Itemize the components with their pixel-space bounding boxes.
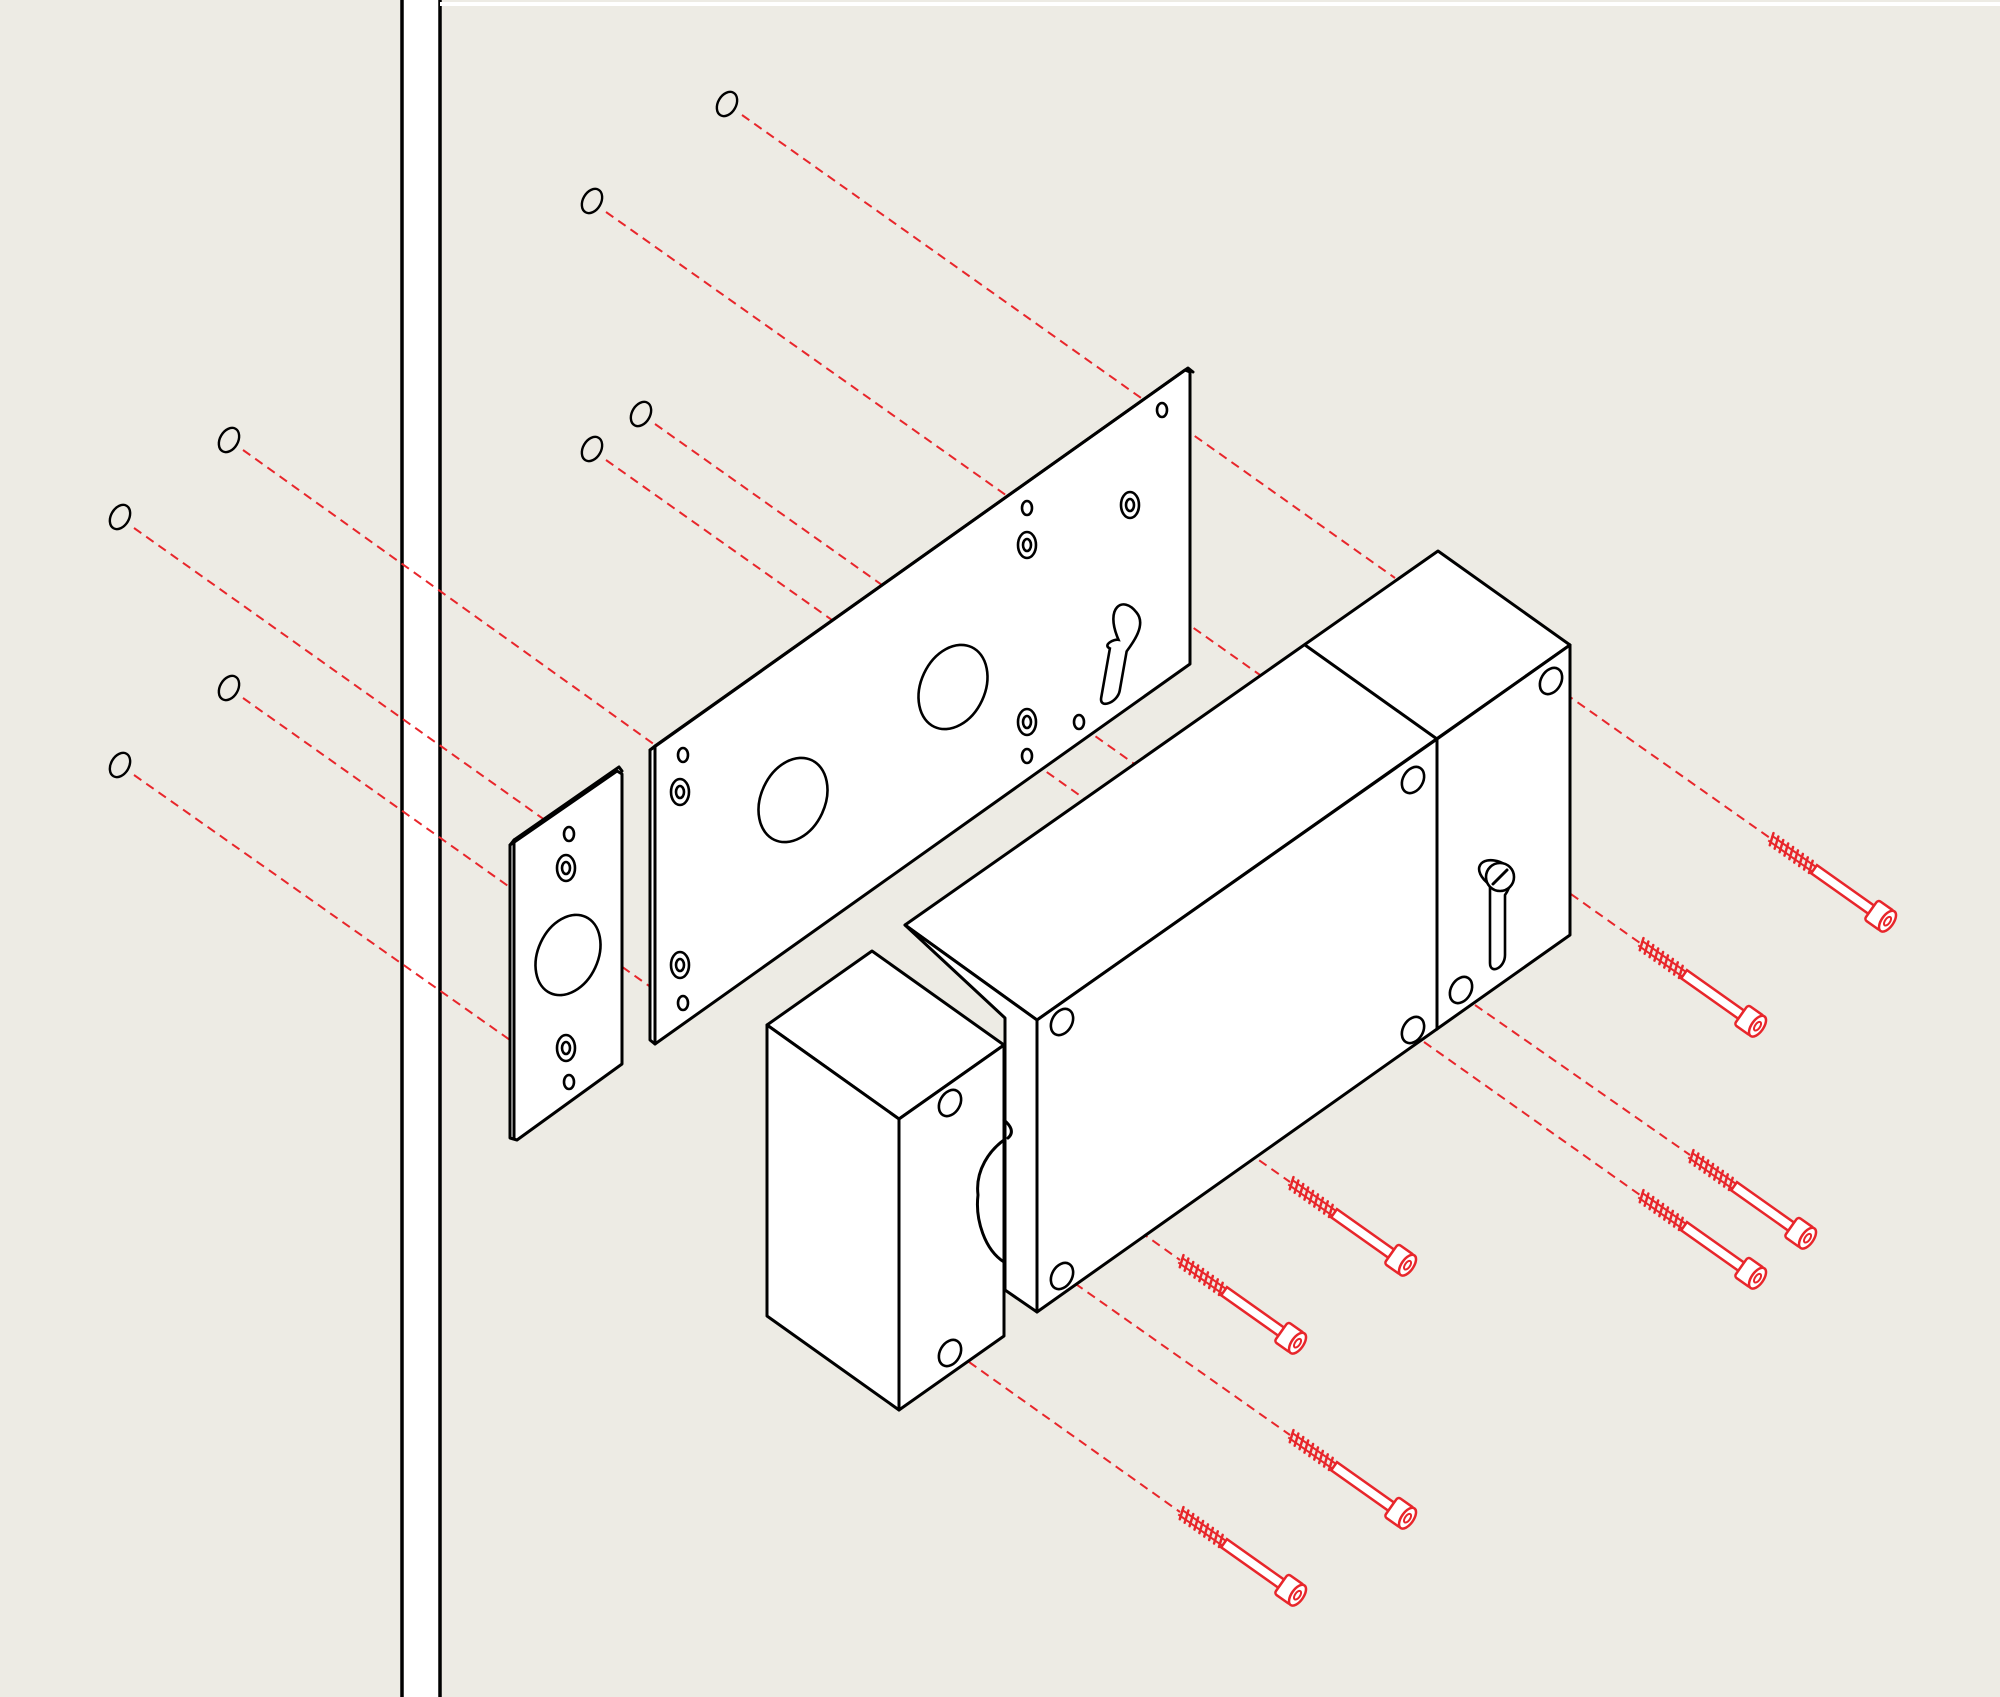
plate-hole bbox=[1155, 401, 1169, 419]
keeper-hole bbox=[937, 1338, 963, 1368]
plate-hole bbox=[1072, 713, 1086, 731]
plate-hole bbox=[1020, 747, 1034, 765]
drill-hole-icon bbox=[108, 751, 132, 779]
drill-hole-icon bbox=[108, 503, 132, 531]
plate-hole bbox=[1020, 499, 1034, 517]
wood-screw-icon bbox=[1637, 936, 1768, 1038]
striker-hole bbox=[562, 1073, 576, 1091]
keeper-hole bbox=[937, 1088, 963, 1118]
keeper-latch-hook bbox=[1002, 1118, 1013, 1140]
striker-plate-top-edge bbox=[512, 765, 624, 842]
drill-hole-icon bbox=[217, 426, 241, 454]
striker-hole bbox=[562, 825, 576, 843]
plate-hole bbox=[676, 994, 690, 1012]
lock-body-hole bbox=[1049, 1007, 1075, 1037]
wood-screw-icon bbox=[1287, 1175, 1418, 1277]
euro-cylinder-keyhole-icon bbox=[1099, 603, 1142, 706]
striker-hole bbox=[560, 860, 572, 876]
lock-body-hole bbox=[1448, 975, 1474, 1005]
plate-hole bbox=[674, 784, 686, 800]
mounting-plate-top-edge bbox=[653, 366, 1195, 748]
keeper-latch-cutout bbox=[975, 1138, 1006, 1264]
plate-hole bbox=[674, 957, 686, 973]
drill-hole-icon bbox=[715, 90, 739, 118]
wood-screw-icon bbox=[1177, 1505, 1308, 1607]
lock-body-top-seam bbox=[1303, 643, 1439, 741]
plate-bore bbox=[757, 756, 829, 844]
lock-body-side-face bbox=[903, 923, 1039, 1314]
keeper-box-front bbox=[897, 1043, 1006, 1412]
striker-plate bbox=[508, 765, 624, 1142]
drill-hole-icon bbox=[580, 435, 604, 463]
striker-plate-side-edge bbox=[508, 838, 516, 1140]
drill-hole-icon bbox=[580, 187, 604, 215]
keeper-box bbox=[765, 949, 1013, 1412]
drill-hole-icon bbox=[217, 674, 241, 702]
wood-screw-icon bbox=[1177, 1253, 1308, 1355]
lock-body bbox=[903, 549, 1572, 1314]
drill-hole-icon bbox=[629, 400, 653, 428]
striker-hole bbox=[560, 1040, 572, 1056]
wood-screw-icon bbox=[1767, 831, 1898, 933]
wall-drill-holes bbox=[108, 90, 739, 779]
plate-hole bbox=[1124, 497, 1136, 513]
lock-body-hole bbox=[1400, 765, 1426, 795]
door-frame-edge bbox=[400, 0, 2000, 1697]
striker-bore bbox=[534, 913, 602, 997]
plate-bore bbox=[917, 643, 989, 731]
euro-cylinder-keyhole-icon bbox=[1477, 859, 1516, 971]
wood-screw-icon bbox=[1287, 1428, 1418, 1530]
plate-hole bbox=[676, 746, 690, 764]
plate-hole bbox=[1021, 714, 1033, 730]
mounting-plate bbox=[648, 366, 1195, 1046]
wood-screw-icon bbox=[1637, 1188, 1768, 1290]
plate-hole bbox=[1021, 537, 1033, 553]
lock-body-hole bbox=[1049, 1261, 1075, 1291]
screws bbox=[1177, 831, 1898, 1607]
lock-body-hole bbox=[1400, 1015, 1426, 1045]
mounting-plate-side-edge bbox=[648, 744, 657, 1046]
wood-screw-icon bbox=[1687, 1148, 1818, 1250]
lock-body-hole bbox=[1538, 666, 1564, 696]
